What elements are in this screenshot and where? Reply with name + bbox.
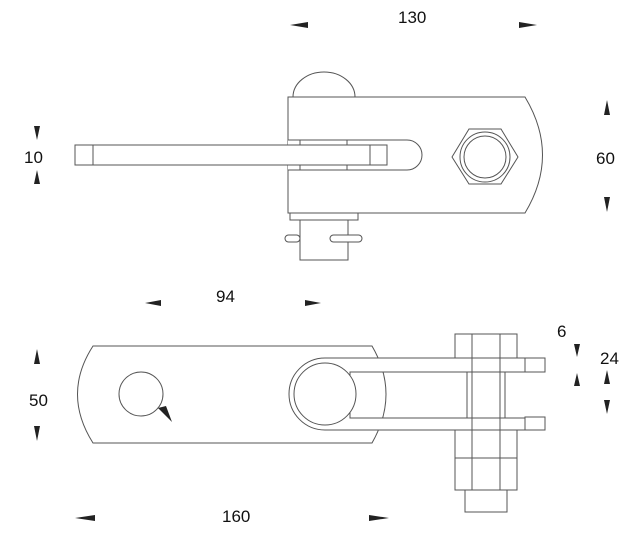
cotter-pin-right (329, 234, 363, 243)
dimension-10: 10 (24, 126, 43, 184)
hex-nut (451, 128, 519, 185)
rod (74, 144, 388, 166)
dimension-50: 50 (29, 349, 48, 441)
prong-end-bottom (524, 416, 546, 431)
small-hole (118, 371, 164, 417)
svg-text:24: 24 (600, 349, 619, 368)
dome-head (292, 71, 356, 98)
bolt-base (289, 212, 359, 221)
dimension-94: 94 (145, 287, 321, 306)
dimension-160: 160 (75, 507, 389, 526)
large-pin (293, 362, 357, 426)
svg-text:60: 60 (596, 149, 615, 168)
dimension-130: 130 (290, 8, 537, 28)
svg-text:130: 130 (398, 8, 426, 27)
cotter-pin-left (284, 234, 301, 243)
svg-text:6: 6 (557, 322, 566, 341)
svg-text:10: 10 (24, 148, 43, 167)
bottom-view (77, 333, 546, 513)
svg-text:50: 50 (29, 391, 48, 410)
dimension-60: 60 (596, 100, 615, 212)
top-view (74, 71, 543, 261)
prong-end-top (524, 357, 546, 373)
svg-text:160: 160 (222, 507, 250, 526)
bolt-side (454, 333, 518, 513)
pointer-wedge (158, 406, 172, 422)
dimension-24: 24 (600, 349, 619, 414)
svg-text:94: 94 (216, 287, 235, 306)
dimension-6: 6 (557, 322, 580, 386)
